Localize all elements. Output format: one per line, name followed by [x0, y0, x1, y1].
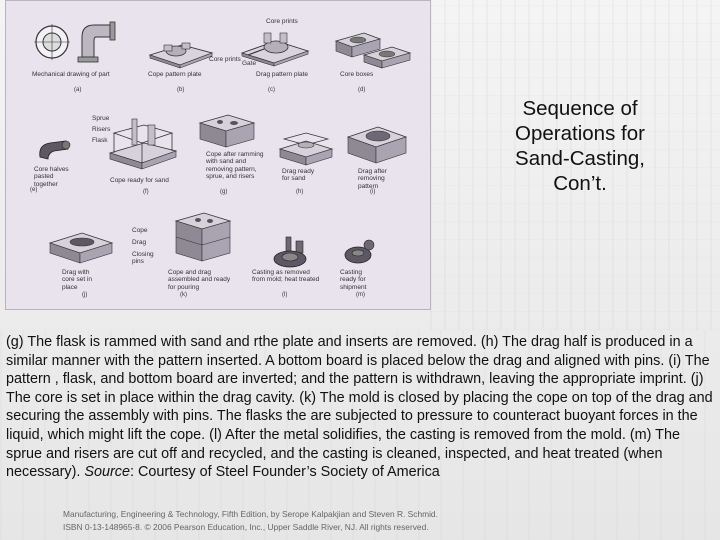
label-drag: Drag	[132, 239, 147, 246]
drag-with-core-j	[46, 227, 116, 267]
caption-b: Cope pattern plate	[148, 71, 202, 78]
label-core-prints-c: Core prints	[266, 18, 298, 25]
tag-m: (m)	[356, 292, 365, 298]
slide-footer: Manufacturing, Engineering & Technology,…	[63, 508, 583, 534]
label-gate-c: Gate	[242, 60, 257, 67]
title-line-1: Sequence of	[522, 97, 638, 120]
drag-pattern-plate-c	[238, 25, 310, 67]
caption-m: Casting ready for shipment	[340, 269, 367, 291]
tag-i: (i)	[370, 189, 376, 195]
tag-a: (a)	[74, 87, 82, 93]
tag-g: (g)	[220, 189, 228, 195]
tag-j: (j)	[82, 292, 88, 298]
label-core-prints-b: Core prints	[209, 56, 241, 63]
cope-pattern-plate-b	[146, 31, 216, 69]
label-closing-pins: Closing pins	[132, 251, 154, 265]
label-flask: Flask	[92, 137, 108, 144]
cope-drag-assembled-k	[172, 207, 234, 267]
sand-casting-figure: Mechanical drawing of part (a) Core prin…	[5, 0, 431, 310]
caption-a: Mechanical drawing of part	[32, 71, 110, 78]
slide-title: Sequence of Operations for Sand-Casting,…	[490, 96, 670, 196]
caption-k: Cope and drag assembled and ready for po…	[168, 269, 231, 291]
caption-g: Cope after ramming with sand and removin…	[206, 151, 264, 181]
source-label: Source	[84, 464, 130, 481]
tag-l: (l)	[282, 292, 288, 298]
caption-i: Drag after removing pattern	[358, 168, 387, 190]
tag-k: (k)	[180, 292, 187, 298]
tag-e: (e)	[30, 187, 38, 193]
drag-after-removing-pattern-i	[344, 117, 410, 167]
source-text: : Courtesy of Steel Founder’s Society of…	[130, 464, 440, 481]
casting-ready-m	[342, 237, 378, 265]
casting-removed-l	[268, 235, 312, 269]
footer-line-1: Manufacturing, Engineering & Technology,…	[63, 509, 438, 519]
tag-d: (d)	[358, 87, 366, 93]
tag-c: (c)	[268, 87, 275, 93]
part-drawing-a	[32, 17, 122, 67]
caption-d: Core boxes	[340, 71, 374, 78]
slide-body-text: (g) The flask is rammed with sand and rt…	[6, 333, 716, 482]
background-texture	[430, 0, 720, 330]
core-boxes-d	[334, 27, 414, 69]
title-line-4: Con’t.	[553, 172, 607, 195]
label-risers: Risers	[92, 126, 111, 133]
caption-h: Drag ready for sand	[282, 168, 315, 183]
caption-f: Cope ready for sand	[110, 177, 169, 184]
tag-h: (h)	[296, 189, 304, 195]
caption-l: Casting as removed from mold; heat treat…	[252, 269, 320, 284]
caption-c: Drag pattern plate	[256, 71, 309, 78]
background-texture-bottom	[0, 330, 720, 540]
core-halves-e	[36, 137, 72, 163]
tag-f: (f)	[143, 189, 149, 195]
title-line-2: Operations for	[515, 122, 645, 145]
cope-ready-for-sand-f	[106, 113, 180, 173]
body-paragraph: (g) The flask is rammed with sand and rt…	[6, 334, 713, 481]
drag-ready-for-sand-h	[276, 131, 336, 167]
label-cope: Cope	[132, 227, 148, 234]
caption-j: Drag with core set in place	[62, 269, 92, 291]
footer-line-2: ISBN 0-13-148965-8. © 2006 Pearson Educa…	[63, 522, 429, 532]
title-line-3: Sand-Casting,	[515, 147, 645, 170]
tag-b: (b)	[177, 87, 185, 93]
label-sprue: Sprue	[92, 115, 110, 122]
caption-e: Core halves pasted together	[34, 166, 69, 188]
cope-after-ramming-g	[196, 111, 258, 151]
